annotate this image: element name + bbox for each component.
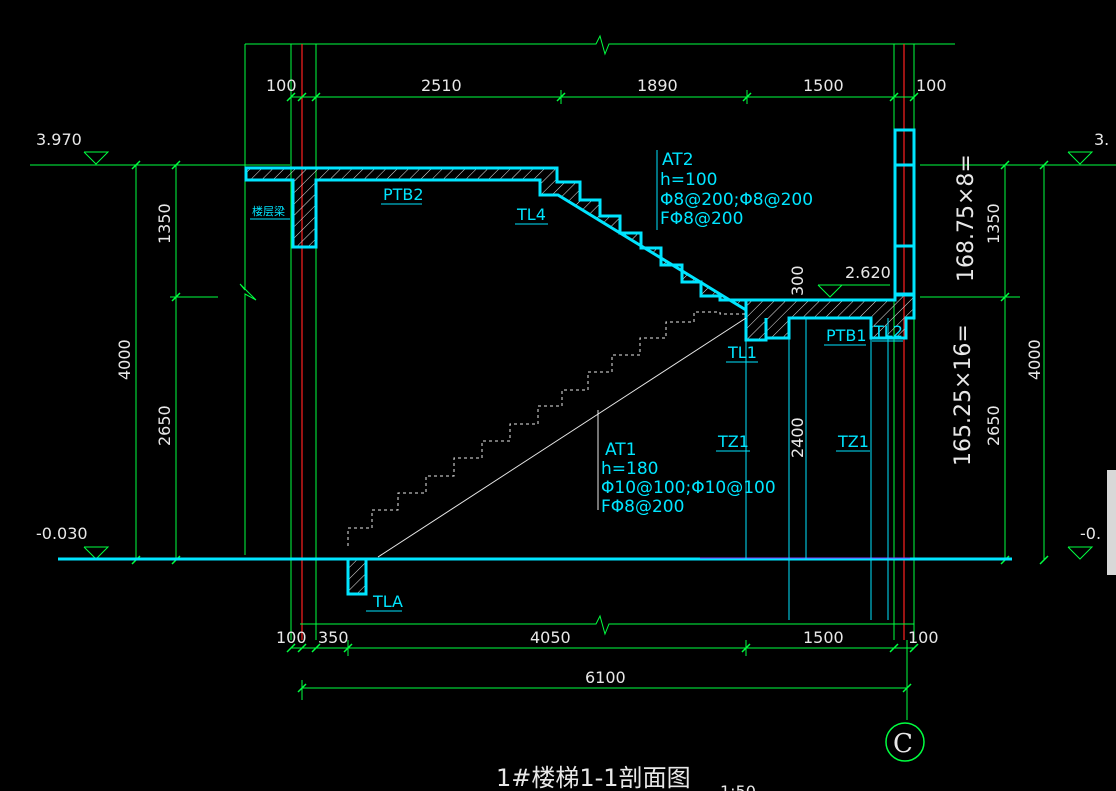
landing-slab bbox=[744, 128, 916, 342]
elev-landing: 2.620 bbox=[845, 263, 891, 282]
at1-annotation: AT1 h=180 Φ10@100;Φ10@100 FΦ8@200 bbox=[601, 440, 776, 517]
dim-right-2650: 2650 bbox=[984, 405, 1003, 446]
label-tz1-left: TZ1 bbox=[717, 432, 749, 451]
axis-label: C bbox=[893, 729, 913, 759]
at1-name: AT1 bbox=[605, 440, 637, 460]
elev-top-left: 3.970 bbox=[36, 130, 82, 149]
label-ptb2: PTB2 bbox=[383, 185, 424, 204]
dim-right-4000: 4000 bbox=[1025, 339, 1044, 380]
elev-bottom-left: -0.030 bbox=[36, 524, 88, 543]
dim-left-4000: 4000 bbox=[115, 339, 134, 380]
at1-rebar2: FΦ8@200 bbox=[601, 497, 684, 517]
step-calc-lower: 165.25×16= bbox=[951, 324, 976, 466]
at1-rebar1: Φ10@100;Φ10@100 bbox=[601, 478, 776, 498]
label-tl4: TL4 bbox=[516, 205, 546, 224]
bottom-dimension-chain: 100 350 4050 1500 100 6100 bbox=[276, 628, 939, 700]
dim-bottom-2: 350 bbox=[318, 628, 349, 647]
elev-bottom-right: -0. bbox=[1080, 524, 1101, 543]
dim-right-1350: 1350 bbox=[984, 203, 1003, 244]
at2-name: AT2 bbox=[662, 150, 694, 170]
label-tl1: TL1 bbox=[727, 343, 757, 362]
landing-elevation: 2.620 300 bbox=[788, 263, 891, 298]
dim-bottom-5: 100 bbox=[908, 628, 939, 647]
scrollbar-thumb[interactable] bbox=[1107, 470, 1116, 575]
at2-h: h=100 bbox=[660, 170, 717, 190]
dim-bottom-1: 100 bbox=[276, 628, 307, 647]
lower-flight bbox=[346, 311, 747, 596]
axis-bubble: C bbox=[885, 722, 925, 762]
label-tz1-right: TZ1 bbox=[837, 432, 869, 451]
dim-top-2: 2510 bbox=[421, 76, 462, 95]
at2-annotation: AT2 h=100 Φ8@200;Φ8@200 FΦ8@200 bbox=[656, 150, 813, 230]
elev-top-right: 3. bbox=[1094, 130, 1109, 149]
right-vertical-dimensions: 3. -0. 1350 2650 4000 bbox=[920, 130, 1116, 575]
label-floor-beam: 楼层梁 bbox=[252, 204, 285, 218]
scale-text: 1:50 bbox=[720, 782, 756, 791]
label-tla: TLA bbox=[372, 592, 403, 611]
dim-top-5: 100 bbox=[916, 76, 947, 95]
dim-bottom-4: 1500 bbox=[803, 628, 844, 647]
member-labels: 楼层梁 PTB2 TL4 PTB1 TL2 TL1 TLA TZ1 TZ1 bbox=[250, 185, 903, 612]
at2-rebar1: Φ8@200;Φ8@200 bbox=[660, 190, 813, 210]
top-dimension-chain: 100 2510 1890 1500 100 bbox=[266, 76, 947, 104]
dim-top-3: 1890 bbox=[637, 76, 678, 95]
label-ptb1: PTB1 bbox=[826, 326, 867, 345]
at1-h: h=180 bbox=[601, 459, 658, 479]
bottom-break-line bbox=[300, 614, 914, 636]
upper-slab-and-flight bbox=[244, 166, 748, 313]
dim-left-1350: 1350 bbox=[155, 203, 174, 244]
left-vertical-dimensions: 3.970 -0.030 1350 2650 4000 bbox=[30, 130, 290, 565]
dim-2400: 2400 bbox=[788, 417, 807, 458]
title-text: 1#楼梯1-1剖面图 bbox=[496, 764, 691, 791]
at2-rebar2: FΦ8@200 bbox=[660, 209, 743, 229]
dim-left-2650: 2650 bbox=[155, 405, 174, 446]
dim-300: 300 bbox=[788, 265, 807, 296]
dim-top-1: 100 bbox=[266, 76, 297, 95]
dim-top-4: 1500 bbox=[803, 76, 844, 95]
label-tl2: TL2 bbox=[873, 322, 903, 341]
step-calc-upper: 168.75×8= bbox=[954, 154, 979, 282]
grid-lines bbox=[290, 44, 915, 720]
drawing-title: 1#楼梯1-1剖面图 1:50 bbox=[496, 764, 756, 791]
columns: 2400 bbox=[745, 318, 889, 620]
dim-bottom-3: 4050 bbox=[530, 628, 571, 647]
dim-total: 6100 bbox=[585, 668, 626, 687]
